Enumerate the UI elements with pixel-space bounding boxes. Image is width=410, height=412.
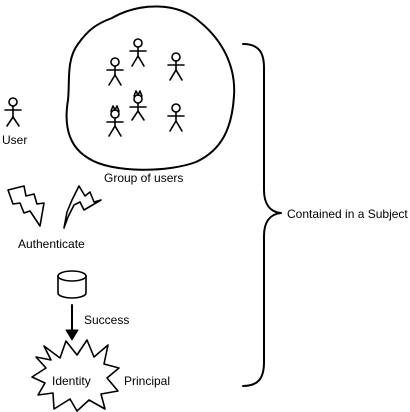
curly-brace-icon [242,43,282,387]
lightning-bolt-icon [63,185,102,229]
group-member-icon [129,38,147,67]
contained-in-subject-label: Contained in a Subject [287,207,408,221]
group-member-icon [106,105,124,137]
arrow-down-icon [65,304,79,341]
group-member-icon [167,52,185,81]
single-user-icon [4,97,22,127]
group-member-icon [129,90,147,121]
principal-label: Principal [124,374,171,388]
group-of-users-label: Group of users [104,171,184,185]
group-member-icon [106,57,124,86]
starburst-icon [31,339,120,412]
user-label: User [2,133,28,147]
identity-label: Identity [52,374,91,388]
database-cylinder-icon [57,270,87,299]
user-group-blob [65,5,236,171]
group-member-icon [167,103,185,132]
success-label: Success [84,313,130,327]
lightning-bolt-icon [7,185,45,227]
authenticate-label: Authenticate [18,237,85,251]
